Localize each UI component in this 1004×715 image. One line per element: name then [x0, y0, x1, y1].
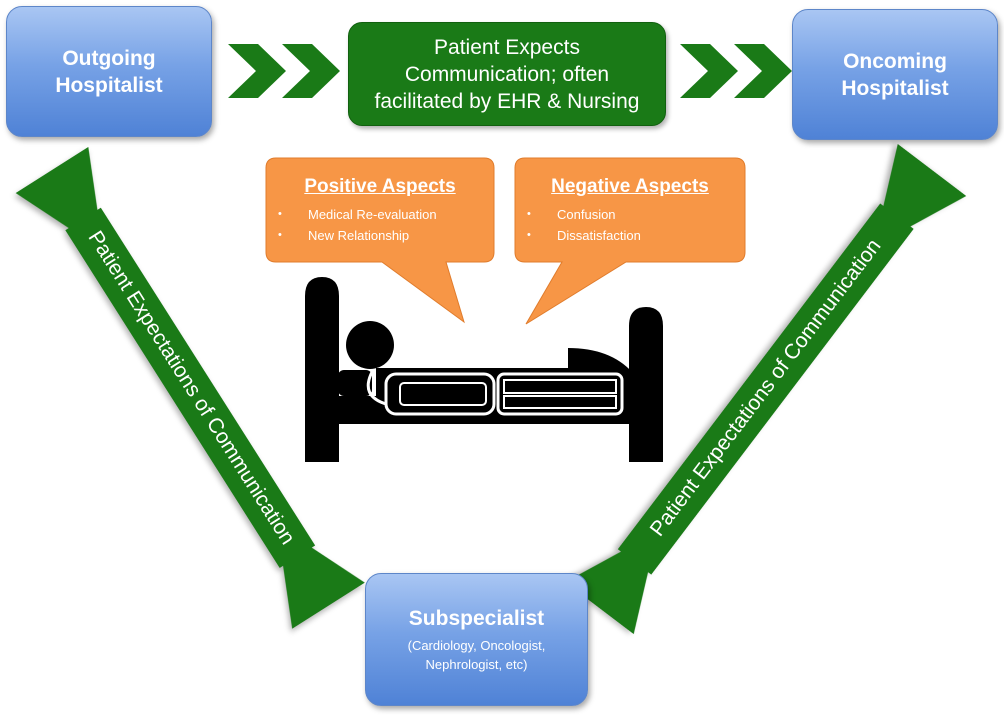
list-item-label: Dissatisfaction	[557, 228, 641, 243]
negative-aspects-heading: Negative Aspects	[551, 176, 709, 197]
negative-aspects-list: • Confusion • Dissatisfaction	[525, 204, 735, 246]
positive-callout-shape	[265, 157, 495, 324]
oncoming-hospitalist-box: Oncoming Hospitalist	[792, 9, 998, 140]
list-item: • Confusion	[525, 204, 735, 225]
list-item: • New Relationship	[276, 225, 484, 246]
patient-expects-box: Patient Expects Communication; often fac…	[348, 22, 666, 126]
positive-aspects-callout: Positive Aspects • Medical Re-evaluation …	[276, 176, 484, 246]
chevrons-left	[228, 44, 340, 98]
chevrons-right	[680, 44, 792, 98]
bullet: •	[278, 229, 282, 241]
subspecialist-subtitle: (Cardiology, Oncologist, Nephrologist, e…	[407, 638, 546, 672]
right-double-arrow-shape	[565, 144, 967, 635]
negative-aspects-callout: Negative Aspects • Confusion • Dissatisfac…	[525, 176, 735, 246]
list-item-label: Confusion	[557, 207, 616, 222]
positive-aspects-heading: Positive Aspects	[304, 176, 456, 197]
bullet: •	[278, 208, 282, 220]
bullet: •	[527, 229, 531, 241]
left-double-arrow-shape	[15, 146, 365, 629]
list-item: • Dissatisfaction	[525, 225, 735, 246]
list-item: • Medical Re-evaluation	[276, 204, 484, 225]
subspecialist-box: Subspecialist (Cardiology, Oncologist, N…	[365, 573, 588, 706]
positive-aspects-list: • Medical Re-evaluation • New Relationship	[276, 204, 484, 246]
oncoming-hospitalist-title: Oncoming Hospitalist	[841, 49, 949, 100]
list-item-label: Medical Re-evaluation	[308, 207, 437, 222]
outgoing-hospitalist-box: Outgoing Hospitalist	[6, 6, 212, 137]
negative-callout-shape	[514, 157, 746, 325]
bullet: •	[527, 208, 531, 220]
patient-expects-text: Patient Expects Communication; often fac…	[374, 35, 640, 113]
outgoing-hospitalist-title: Outgoing Hospitalist	[55, 46, 163, 97]
subspecialist-title: Subspecialist	[408, 607, 545, 630]
list-item-label: New Relationship	[308, 228, 410, 243]
